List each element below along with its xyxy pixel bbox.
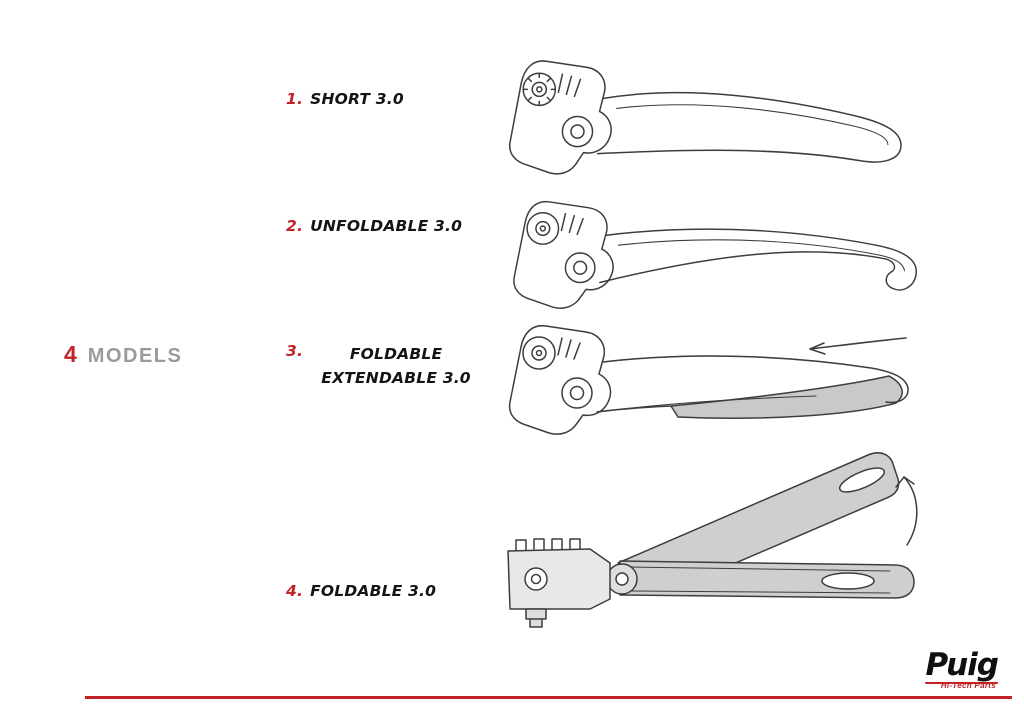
puig-logo: Puig Hi-Tech Parts xyxy=(925,647,999,690)
extend-arrow xyxy=(809,337,907,350)
foldable-extendable-lever-illustration xyxy=(476,318,918,440)
model-number: 3. xyxy=(286,342,304,360)
short-lever-illustration xyxy=(476,56,913,187)
model-name: SHORT 3.0 xyxy=(310,90,404,108)
model-name: UNFOLDABLE 3.0 xyxy=(310,217,463,235)
model-name: FOLDABLE 3.0 xyxy=(310,582,437,600)
page-title: 4 MODELS xyxy=(64,341,182,368)
brand-tagline: Hi-Tech Parts xyxy=(940,681,996,690)
brand-swoosh xyxy=(925,682,998,684)
footer-rule xyxy=(85,696,1012,699)
model-label-short: 1. SHORT 3.0 xyxy=(286,90,404,108)
models-label: MODELS xyxy=(87,345,183,367)
models-count: 4 xyxy=(64,341,77,367)
model-number: 2. xyxy=(286,217,304,235)
model-name: FOLDABLE EXTENDABLE 3.0 xyxy=(321,345,471,388)
model-number: 4. xyxy=(286,582,304,600)
model-label-unfoldable: 2. UNFOLDABLE 3.0 xyxy=(286,217,462,235)
model-label-foldable: 4. FOLDABLE 3.0 xyxy=(286,582,436,600)
foldable-lever-folded-illustration xyxy=(470,443,920,638)
fold-arrow xyxy=(903,476,918,546)
brand-wordmark: Puig xyxy=(925,647,999,683)
model-number: 1. xyxy=(286,90,304,108)
model-label-foldable-extendable: 3. FOLDABLE EXTENDABLE 3.0 xyxy=(286,342,482,390)
unfoldable-lever-illustration xyxy=(476,198,928,311)
